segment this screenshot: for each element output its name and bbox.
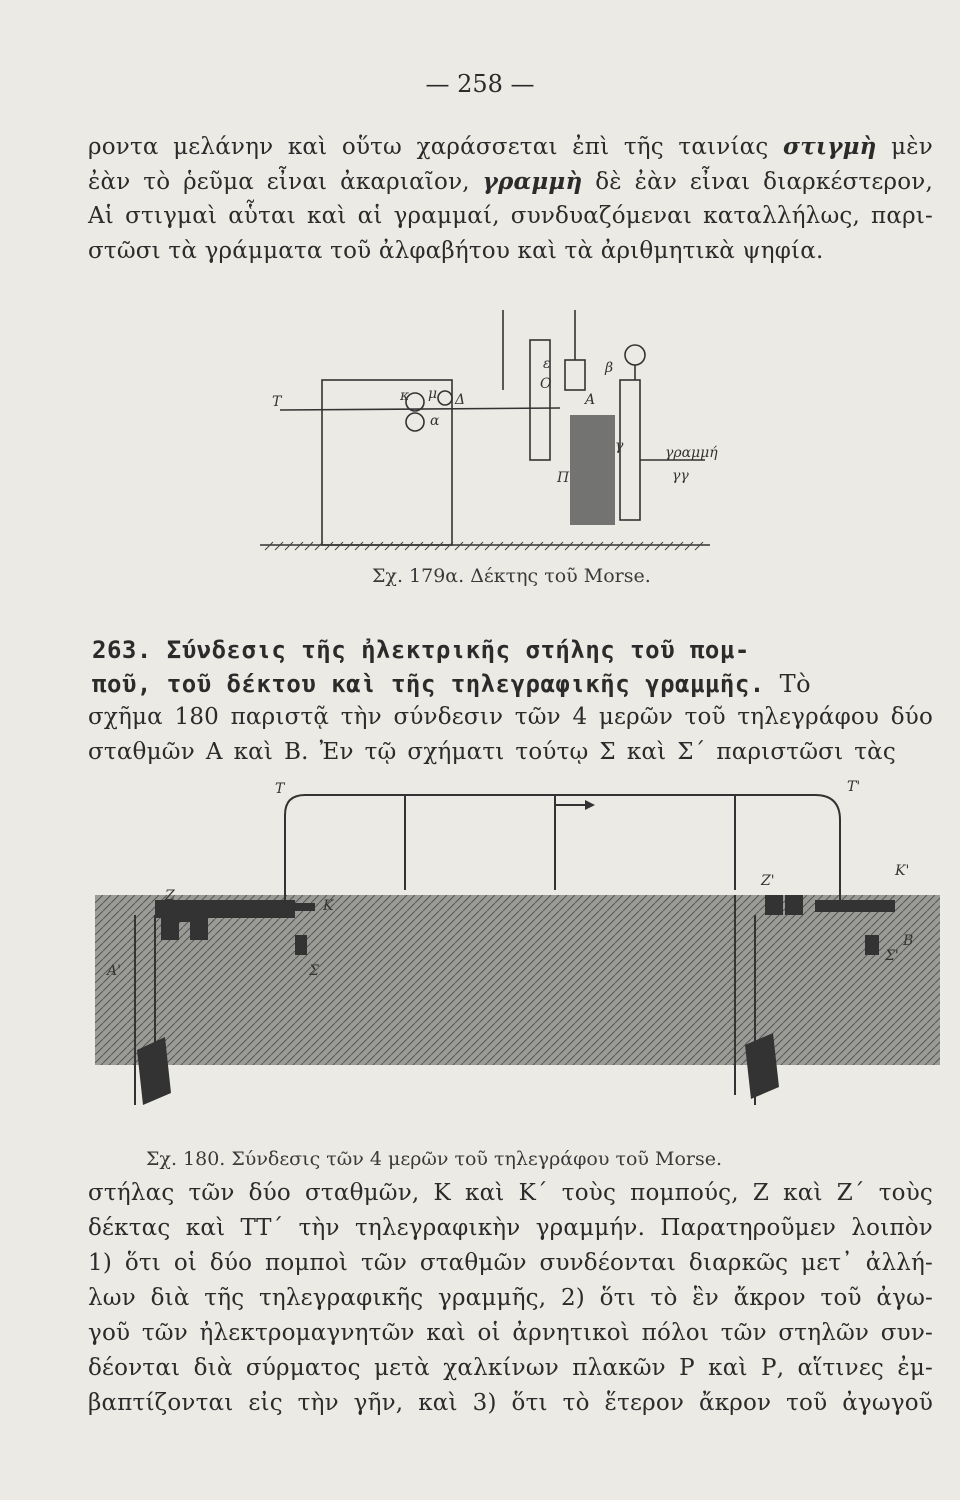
- label-mu: μ: [428, 386, 437, 402]
- label-p: Π: [556, 470, 570, 486]
- label-B: B: [902, 933, 913, 949]
- label-K-prime: K': [894, 863, 909, 879]
- text-line: δέκτας καὶ ΤΤ΄ τὴν τηλεγραφικὴν γραμμήν.…: [88, 1215, 933, 1241]
- text-line: γοῦ τῶν ἠλεκτρομαγνητῶν καὶ οἱ ἀρνητικοὶ…: [88, 1320, 933, 1346]
- text-line: Αἱ στιγμαὶ αὗται καὶ αἱ γραμμαί, συνδυαζ…: [88, 203, 933, 229]
- text-line: στῶσι τὰ γράμματα τοῦ ἀλφαβήτου καὶ τὰ ἀ…: [88, 238, 824, 264]
- label-Z: Z: [164, 888, 175, 904]
- figure-morse-connection: T T' Z Z' K K' A' B Σ Σ': [95, 779, 940, 1105]
- label-o: O: [540, 376, 552, 392]
- text-line: στήλας τῶν δύο σταθμῶν, Κ καὶ Κ΄ τοὺς πο…: [88, 1180, 933, 1206]
- text-line: ἐὰν τὸ ῥεῦμα εἶναι ἀκαριαῖον, γραμμὴ δὲ …: [88, 168, 933, 195]
- page-number: — 258 —: [425, 70, 535, 98]
- figure-morse-receiver: T κ μ Δ α A β γ Π O ε γραμμή γγ: [260, 310, 718, 551]
- figure-caption: Σχ. 180. Σύνδεσις τῶν 4 μερῶν τοῦ τηλεγρ…: [146, 1148, 723, 1170]
- text-line: δέονται διὰ σύρματος μετὰ χαλκίνων πλακῶ…: [88, 1355, 933, 1381]
- label-a: α: [430, 413, 440, 429]
- section-heading: ποῦ, τοῦ δέκτου καὶ τῆς τηλεγραφικῆς γρα…: [92, 670, 812, 698]
- label-line: γραμμή: [665, 445, 718, 461]
- text-line: 1) ὅτι οἱ δύο πομποὶ τῶν σταθμῶν συνδέον…: [88, 1250, 933, 1276]
- figure-caption: Σχ. 179α. Δέκτης τοῦ Morse.: [372, 565, 651, 587]
- label-k: κ: [399, 388, 409, 404]
- label-T: T: [275, 781, 286, 797]
- label-A: A: [583, 392, 595, 408]
- label-g: γ: [615, 438, 624, 454]
- label-S-prime: Σ': [884, 948, 899, 964]
- text-line: βαπτίζονται εἰς τὴν γῆν, καὶ 3) ὅτι τὸ ἕ…: [88, 1390, 933, 1416]
- label-b: β: [604, 360, 613, 376]
- label-A-prime: A': [105, 963, 121, 979]
- label-T-prime: T': [847, 779, 860, 795]
- label-e: ε: [543, 356, 551, 372]
- text-line: ροντα μελάνην καὶ οὕτω χαράσσεται ἐπὶ τῆ…: [88, 133, 933, 160]
- label-gg: γγ: [672, 468, 689, 484]
- label-T: T: [272, 394, 283, 410]
- text-line: λων διὰ τῆς τηλεγραφικῆς γραμμῆς, 2) ὅτι…: [88, 1285, 933, 1311]
- label-K: K: [322, 898, 335, 914]
- label-Z-prime: Z': [760, 873, 775, 889]
- section-heading: 263. Σύνδεσις τῆς ἠλεκτρικῆς στήλης τοῦ …: [92, 636, 750, 664]
- text-line: σταθμῶν Α καὶ Β. Ἐν τῷ σχήματι τούτῳ Σ κ…: [88, 739, 896, 765]
- label-S: Σ: [308, 963, 319, 979]
- text-line: σχῆμα 180 παριστᾷ τὴν σύνδεσιν τῶν 4 μερ…: [88, 704, 933, 730]
- label-delta: Δ: [454, 392, 465, 408]
